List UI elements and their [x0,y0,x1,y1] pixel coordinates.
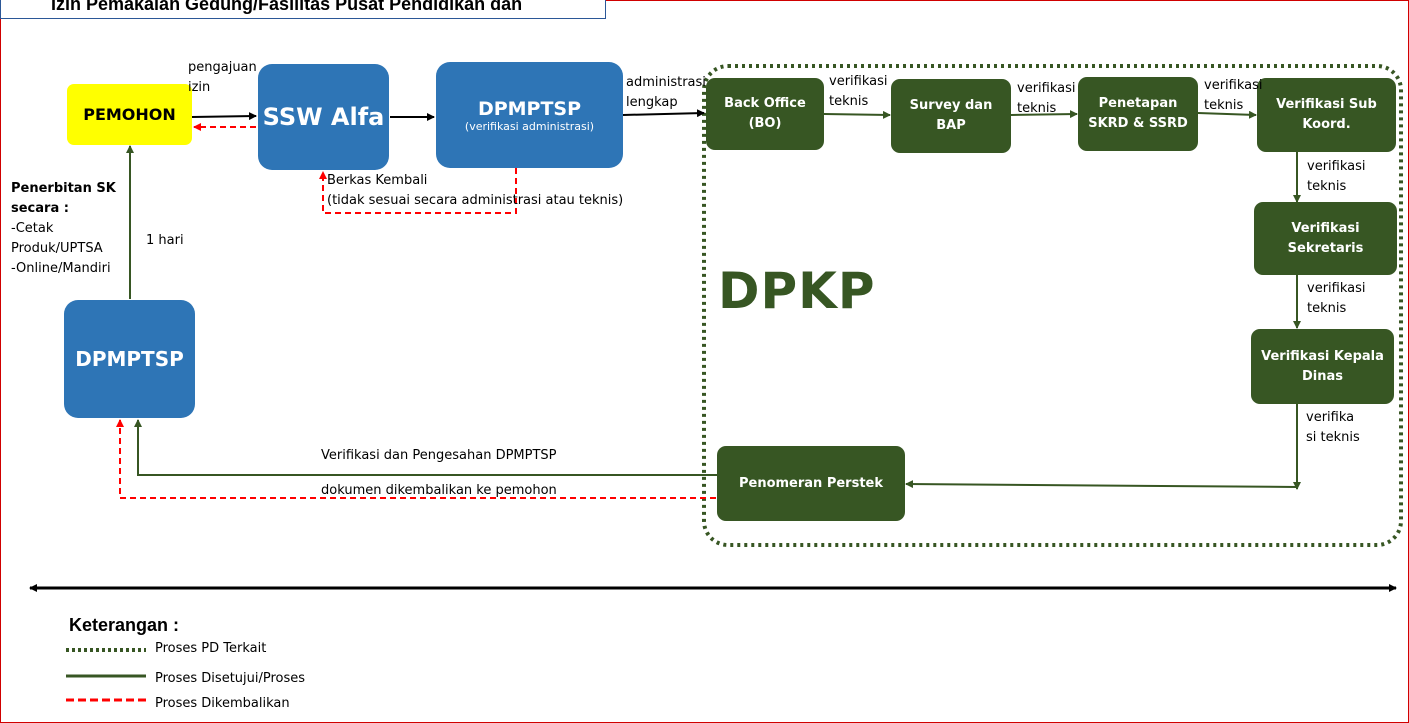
node-penetapan-line1: Penetapan [1098,96,1178,111]
label-verif-bo-survey: verifikasi teknis [829,72,888,112]
label-verif4-line2: teknis [1307,179,1347,194]
label-pengajuan-line2: izin [188,80,211,95]
label-verif3-line1: verifikasi [1204,78,1263,93]
label-verif-kepala-penomeran: verifika si teknis [1306,408,1360,448]
node-dpmptsp-admin: DPMPTSP (verifikasi administrasi) [436,62,623,168]
node-survey-bap: Survey dan BAP [891,79,1011,153]
page-title: Izin Pemakaian Gedung/Fasilitas Pusat Pe… [51,0,523,14]
node-survey-line2: BAP [936,118,966,133]
arrow-dpmptsp-to-bo [622,109,705,118]
node-survey-line1: Survey dan [909,98,993,113]
node-dpmptsp-bottom-label: DPMPTSP [75,347,184,371]
legend-label-dotted: Proses PD Terkait [155,641,267,656]
label-administrasi-line1: administrasi [626,75,706,90]
arrow-to-penomeran [905,480,1298,489]
label-dokumen-dikembalikan: dokumen dikembalikan ke pemohon [321,483,557,498]
arrow-pemohon-to-ssw [191,112,257,121]
label-verif6-line1: verifika [1306,410,1355,425]
label-verif2-line2: teknis [1017,101,1057,116]
legend-label-solid: Proses Disetujui/Proses [155,671,306,686]
label-penerbitan-line2: secara : [11,201,69,216]
label-verif2-line1: verifikasi [1017,81,1076,96]
arrow-survey-to-penetapan [1010,110,1078,119]
node-verif-sekretaris-line2: Sekretaris [1287,240,1364,256]
label-pengajuan: pengajuan izin [188,58,257,98]
label-penerbitan-item2: Produk/UPTSA [11,241,103,256]
return-penomeran-to-dpmptsp [116,419,716,499]
node-verif-kepala-line2: Dinas [1301,368,1343,384]
node-verif-sub-line1: Verifikasi Sub [1276,97,1377,112]
label-verif-survey-penetapan: verifikasi teknis [1017,79,1076,119]
label-berkas-line2: (tidak sesuai secara administrasi atau t… [327,193,624,208]
label-satu-hari: 1 hari [146,233,184,248]
arrow-penomeran-to-dpmptsp [134,419,717,476]
label-verif-penetapan-sub: verifikasi teknis [1204,76,1263,116]
label-penerbitan-sk: Penerbitan SK secara : -Cetak Produk/UPT… [11,179,116,279]
label-pengajuan-line1: pengajuan [188,60,257,75]
node-back-office-line2: (BO) [748,116,782,131]
label-verif1-line1: verifikasi [829,74,888,89]
node-verifikasi-kepala-dinas: Verifikasi Kepala Dinas [1251,329,1394,404]
arrow-bo-to-survey [823,110,891,119]
node-verif-kepala-line1: Verifikasi Kepala [1261,348,1384,364]
node-pemohon: PEMOHON [67,84,192,145]
legend-label-dashed: Proses Dikembalikan [155,696,290,711]
node-verifikasi-sub-koord: Verifikasi Sub Koord. [1257,78,1396,152]
node-ssw-alfa: SSW Alfa [258,64,389,170]
label-verif5-line1: verifikasi [1307,281,1366,296]
node-penetapan-line2: SKRD & SSRD [1088,116,1188,131]
dpkp-group-label: DPKP [718,262,876,320]
dpkp-region [702,64,1403,547]
node-pemohon-label: PEMOHON [83,105,176,124]
node-penetapan: Penetapan SKRD & SSRD [1078,77,1198,151]
label-administrasi-line2: lengkap [626,95,678,110]
label-verif5-line2: teknis [1307,301,1347,316]
node-penomeran-perstek: Penomeran Perstek [717,446,905,521]
legend-title: Keterangan : [69,615,180,635]
return-dpmptsp-to-ssw [319,168,517,214]
label-verifikasi-pengesahan: Verifikasi dan Pengesahan DPMPTSP [321,448,557,463]
label-berkas-line1: Berkas Kembali [327,173,428,188]
label-verif3-line2: teknis [1204,98,1244,113]
node-ssw-alfa-label: SSW Alfa [262,103,385,131]
node-verif-sub-line2: Koord. [1302,117,1351,132]
label-penerbitan-line1: Penerbitan SK [11,181,116,196]
label-verif1-line2: teknis [829,94,869,109]
node-verifikasi-sekretaris: Verifikasi Sekretaris [1254,202,1397,275]
node-back-office-line1: Back Office [724,96,806,111]
title-box: Izin Pemakaian Gedung/Fasilitas Pusat Pe… [0,0,606,19]
label-administrasi: administrasi lengkap [626,73,706,113]
node-dpmptsp-admin-sublabel: (verifikasi administrasi) [464,119,595,133]
label-penerbitan-item1: -Cetak [11,221,54,236]
node-back-office: Back Office (BO) [706,78,824,150]
node-dpmptsp-admin-label: DPMPTSP [477,97,582,120]
label-verif4-line1: verifikasi [1307,159,1366,174]
node-penomeran-label: Penomeran Perstek [738,475,884,491]
label-berkas-kembali: Berkas Kembali (tidak sesuai secara admi… [327,171,623,211]
label-verif-sub-sekretaris: verifikasi teknis [1307,157,1366,197]
label-penerbitan-item3: -Online/Mandiri [11,261,111,276]
node-verif-sekretaris-line1: Verifikasi [1291,220,1360,236]
node-dpmptsp-bottom: DPMPTSP [64,300,195,418]
label-verif-sekretaris-kepala: verifikasi teknis [1307,279,1366,319]
label-verif6-line2: si teknis [1306,430,1360,445]
arrow-penetapan-to-subkoord [1197,110,1257,119]
